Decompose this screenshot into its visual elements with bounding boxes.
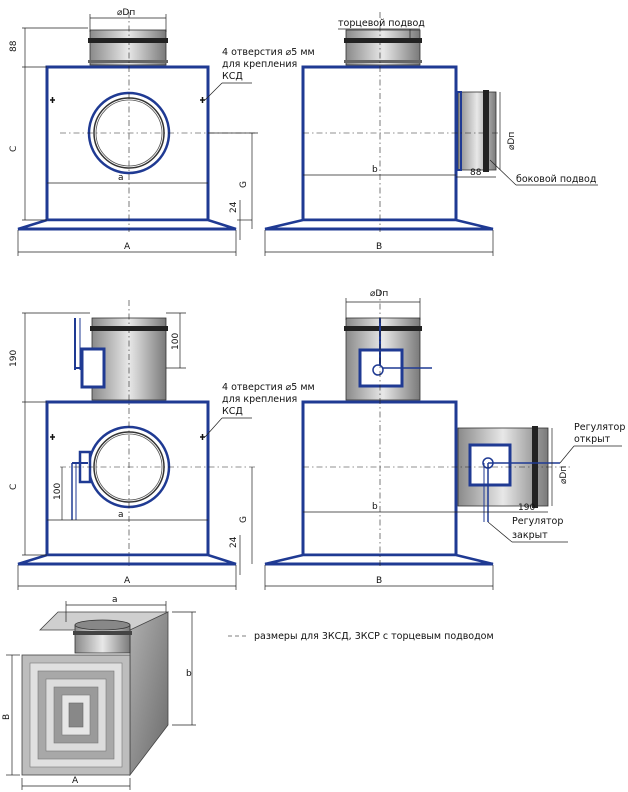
regulator-closed-l2: закрыт — [512, 530, 548, 541]
dim-88-vert: 88 — [9, 40, 19, 52]
holes-label-l1: 4 отверстия ⌀5 мм — [222, 47, 315, 58]
side-view-regulator: ⌀Dп b 190 ⌀Dп B Регулятор открыт Регулят… — [264, 289, 625, 590]
dim-A-1: A — [124, 242, 131, 252]
side-inlet-label: боковой подвод — [516, 174, 597, 185]
holes-label-2-l1: 4 отверстия ⌀5 мм — [222, 382, 315, 393]
dim-b-1: b — [372, 165, 378, 175]
regulator-open-l1: Регулятор — [574, 422, 625, 433]
dim-100-side: 100 — [53, 483, 63, 500]
dim-diameter-4: ⌀Dп — [559, 466, 569, 484]
dim-a-2: a — [118, 510, 124, 520]
dim-A-iso: A — [72, 776, 79, 786]
dim-a-1: a — [118, 173, 124, 183]
regulator-open-l2: открыт — [574, 434, 611, 445]
dim-b-2: b — [372, 502, 378, 512]
dim-190-horiz: 190 — [518, 503, 535, 513]
dim-24-2: 24 — [229, 536, 239, 548]
holes-label-l2: для крепления — [222, 59, 297, 70]
dim-24-1: 24 — [229, 201, 239, 213]
dim-G-2: G — [239, 516, 249, 523]
side-view-top: b 88 ⌀Dп B торцевой подвод боковой подво… — [264, 12, 598, 256]
dim-C: C — [9, 146, 19, 152]
front-view-regulator: 190 C 100 100 a G 24 A 4 отверстия ⌀5 мм… — [9, 300, 315, 590]
front-view-top: ⌀Dп 88 C a G 24 A 4 отверстия ⌀5 мм для … — [9, 8, 315, 256]
holes-label-2-l2: для крепления — [222, 394, 297, 405]
dim-B-2: B — [376, 576, 382, 586]
dim-88-horiz: 88 — [470, 168, 482, 178]
holes-label-l3: КСД — [222, 71, 243, 82]
dim-A-2: A — [124, 576, 131, 586]
end-inlet-label: торцевой подвод — [338, 18, 425, 29]
dim-B-iso: B — [2, 714, 12, 720]
dim-b-iso: b — [186, 669, 192, 679]
dim-diameter-2: ⌀Dп — [507, 132, 517, 150]
dim-diameter-1: ⌀Dп — [117, 8, 135, 18]
dim-a-iso: a — [112, 595, 118, 605]
legend-text: размеры для 3КСД, 3КСР с торцевым подвод… — [254, 631, 494, 642]
dim-G-1: G — [239, 181, 249, 188]
dim-B-1: B — [376, 242, 382, 252]
regulator-closed-l1: Регулятор — [512, 516, 563, 527]
dim-diameter-3: ⌀Dп — [370, 289, 388, 299]
dim-100-top: 100 — [171, 333, 181, 350]
legend: размеры для 3КСД, 3КСР с торцевым подвод… — [228, 631, 494, 642]
holes-label-2-l3: КСД — [222, 406, 243, 417]
dim-C-2: C — [9, 484, 19, 490]
dim-190-vert: 190 — [9, 350, 19, 367]
isometric-view: a b B A — [2, 595, 196, 790]
